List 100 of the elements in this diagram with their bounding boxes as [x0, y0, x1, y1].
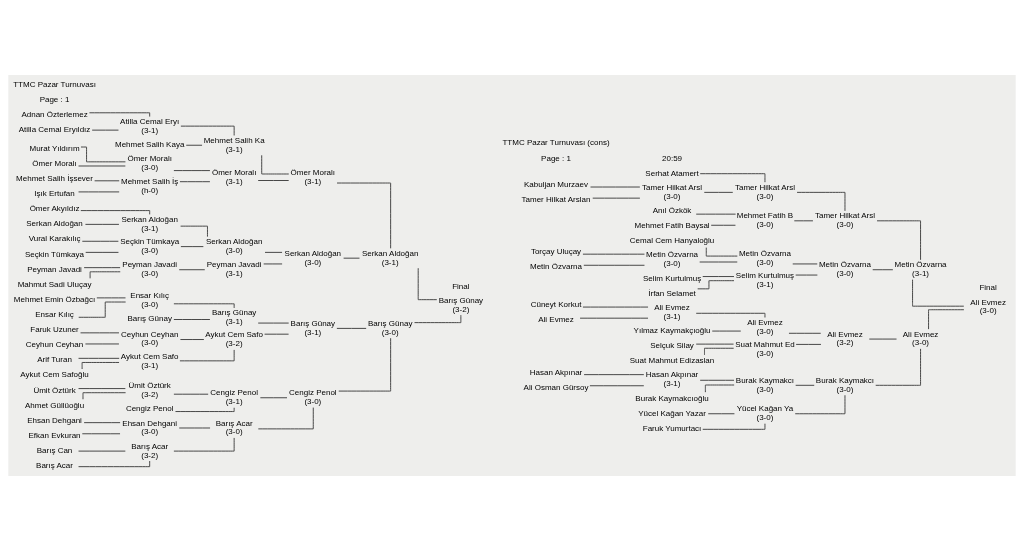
node-label: (3-1)	[304, 176, 322, 186]
node-label: (h-0)	[141, 185, 159, 195]
node-label: (3-0)	[141, 338, 159, 348]
node-label: (3-0)	[912, 338, 929, 348]
node-text: Ali Evmez	[747, 318, 783, 328]
node-text: Metin Özvarna	[738, 248, 791, 258]
node-label: (3-0)	[756, 413, 774, 423]
connector	[872, 269, 894, 271]
connector	[261, 154, 290, 175]
connector	[78, 301, 127, 318]
connector	[928, 309, 965, 330]
node-text: Ali Evmez	[827, 329, 863, 339]
label: 20:59	[662, 153, 683, 163]
connector	[179, 339, 205, 340]
node-label: (3-0)	[381, 327, 399, 337]
connector	[173, 393, 209, 395]
connector	[178, 269, 206, 271]
node-label: (3-0)	[225, 246, 243, 255]
node-text: Barış Günay	[438, 295, 484, 305]
label: Page : 1	[541, 153, 571, 163]
node-text: Mahmut Sadi Uluçay	[17, 279, 92, 289]
connector	[180, 225, 208, 238]
node-text: Faruk Yumurtacı	[642, 423, 702, 433]
connector	[94, 180, 120, 182]
node-text: Anıl Özkök	[652, 205, 692, 215]
node-label: (3-0)	[663, 259, 681, 269]
node-text: Ömer Moralı	[32, 158, 77, 168]
connector	[702, 276, 735, 277]
node-label: (3-0)	[141, 163, 159, 173]
node-text: Yücel Kağan Ya	[736, 404, 794, 414]
connector	[795, 343, 822, 345]
node-label: (3-0)	[836, 269, 854, 279]
node-text: Kabuljan Murzaev	[523, 180, 589, 190]
node-label: (3-0)	[756, 326, 774, 336]
node-text: Ceyhun Ceyhan	[120, 329, 179, 339]
node-text: Barış Günay	[127, 314, 172, 324]
connector	[583, 374, 645, 376]
connector	[704, 384, 735, 393]
label: TTMC Pazar Turnuvası	[13, 79, 96, 89]
connector	[710, 224, 736, 226]
connector	[875, 348, 921, 386]
node-text: Ali Osman Gürsoy	[523, 382, 589, 392]
node-label: (3-1)	[225, 397, 243, 407]
node-text: Atilla Cemal Eryı	[120, 117, 180, 127]
node-text: Mehmet Salih İş	[121, 176, 179, 186]
connector	[173, 437, 235, 452]
node-label: (3-1)	[304, 327, 322, 337]
node-text: Metin Özvarna	[530, 262, 583, 272]
label: Final	[979, 283, 997, 293]
node-text: Serkan Aldoğan	[26, 219, 83, 229]
node-text: Cengiz Penol	[125, 404, 174, 414]
node-label: (3-2)	[225, 339, 243, 349]
node-label: (3-0)	[756, 384, 774, 394]
node-text: Cengiz Penol	[210, 388, 258, 398]
connector	[697, 280, 735, 290]
connector	[264, 251, 283, 253]
node-label: (3-0)	[141, 246, 159, 255]
connector	[81, 240, 119, 242]
node-label: (3-0)	[756, 191, 774, 201]
node-text: Barış Can	[36, 446, 73, 456]
node-text: Efkan Evkuran	[28, 430, 81, 440]
node-label: (3-1)	[912, 269, 929, 279]
label: Page : 1	[39, 94, 70, 104]
connector	[343, 257, 360, 259]
node-text: Aykut Cem Safo	[120, 351, 179, 361]
connector	[912, 279, 965, 307]
node-label: (3-0)	[756, 220, 774, 230]
node-text: Cengiz Penol	[289, 388, 337, 398]
node-text: Ali Evmez	[902, 329, 939, 339]
connector	[83, 267, 121, 269]
node-text: Metin Özvarna	[646, 250, 699, 260]
connector	[583, 264, 645, 266]
node-text: Burak Kaymakcı	[735, 375, 795, 385]
node-text: Mehmet Fatih B	[736, 211, 794, 221]
connector	[699, 379, 735, 381]
node-text: Tamer Hilkat Arsl	[642, 182, 703, 192]
node-label: (3-0)	[756, 257, 774, 267]
node-text: Torçay Uluçay	[530, 246, 582, 256]
node-text: Yılmaz Kaymakçıoğlu	[633, 326, 711, 336]
node-label: (3-0)	[836, 384, 854, 394]
connector	[579, 317, 649, 319]
connector	[80, 210, 151, 215]
node-text: Murat Yıldırım	[29, 143, 80, 153]
node-text: Ahmet Güllüoğlu	[24, 400, 85, 410]
connector	[81, 362, 120, 370]
node-text: Seçkin Tümkaya	[120, 237, 180, 247]
node-text: Serkan Aldoğan	[205, 237, 263, 247]
node-text: Peyman Javadi	[122, 260, 178, 270]
node-text: Cüneyt Korkut	[530, 300, 582, 310]
node-label: (3-2)	[141, 450, 159, 460]
node-text: Barış Acar	[36, 461, 73, 471]
node-label: (3-1)	[225, 144, 243, 154]
node-text: Barış Günay	[290, 318, 336, 328]
node-text: Barış Günay	[367, 318, 413, 328]
connector	[89, 112, 151, 117]
connector	[695, 343, 734, 345]
node-text: Suat Mahmut Edizaslan	[629, 356, 715, 366]
node-label: (3-1)	[225, 269, 243, 279]
connector	[81, 433, 121, 435]
node-text: Serhat Atamert	[645, 168, 699, 178]
